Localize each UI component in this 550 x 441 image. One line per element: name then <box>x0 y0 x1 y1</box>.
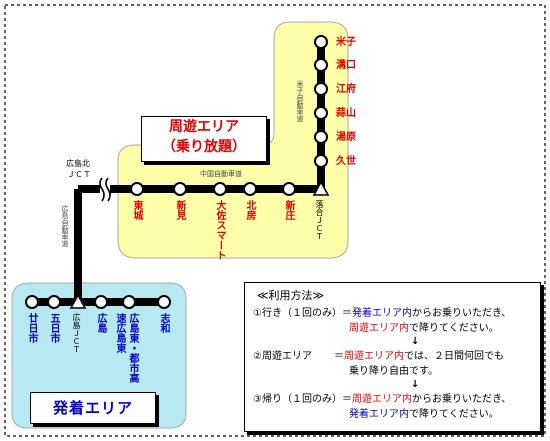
usage-r2-a: 周遊エリア内 <box>343 351 404 362</box>
chugoku-stations <box>130 182 296 196</box>
orbit-area <box>117 21 349 259</box>
station-dot <box>173 182 187 196</box>
station-dot <box>314 106 328 120</box>
station-dot <box>47 295 61 309</box>
station-dot <box>314 130 328 144</box>
station-hokubo: 北房 <box>244 200 255 220</box>
usage-r1-b: からお乗りいただき、 <box>411 308 512 319</box>
station-dot <box>314 58 328 72</box>
usage-title: ≪利用方法≫ <box>257 289 325 302</box>
usage-arrow-2: ↓ <box>411 379 420 390</box>
hiroshima-jct-label: 広島ＪＣＴ <box>72 313 81 353</box>
orbit-area-title: 周遊エリア （乗り放題） <box>141 116 267 162</box>
hiroshima-kita-jct-label-2: ＪＣＴ <box>67 170 91 179</box>
station-dot <box>243 182 257 196</box>
yonago-stations <box>314 35 328 168</box>
station-yubara: 湯原 <box>336 132 356 143</box>
station-hiroshima-higashi: 広島東・都市高速広島東 <box>114 313 138 383</box>
hiroshima-road-label: 広島自動車道 <box>61 205 69 247</box>
usage-r3-a: 周遊エリア内 <box>351 394 412 405</box>
usage-r1-c: 周遊エリア内 <box>349 323 409 334</box>
ochiai-jct-label: 落合ＪＣＴ <box>315 200 324 240</box>
orbit-title-line2: （乗り放題） <box>162 139 246 155</box>
station-tojo: 東城 <box>131 200 142 220</box>
usage-row-3: ③帰り（１回のみ）＝周遊エリア内からお乗りいただき、 <box>253 393 511 406</box>
station-niimi: 新見 <box>174 200 185 220</box>
line-break <box>100 180 110 200</box>
station-osa-smart: 大佐スマート <box>214 200 225 260</box>
station-dot <box>282 182 296 196</box>
station-dot <box>314 35 328 49</box>
station-dot <box>94 295 108 309</box>
usage-row-1b: 周遊エリア内で降りてください。 <box>349 322 499 335</box>
usage-r2-c: 乗り降り自由です。 <box>349 366 438 377</box>
station-hiruzen: 蒜山 <box>336 108 356 119</box>
station-shinjo: 新庄 <box>283 200 294 220</box>
usage-r2-eq: ＝ <box>333 351 344 362</box>
hiroshima-jct-marker <box>69 293 87 309</box>
station-dot <box>122 295 136 309</box>
station-dot <box>213 182 227 196</box>
station-kuse: 久世 <box>336 156 356 167</box>
station-shiwa: 志和 <box>158 313 169 333</box>
station-dot <box>25 295 39 309</box>
usage-arrow-1: ↓ <box>411 336 420 347</box>
usage-r2-label: ②周遊エリア <box>253 351 312 362</box>
hiroshima-kita-jct-label-1: 広島北 <box>66 159 90 168</box>
station-dot <box>157 295 171 309</box>
usage-r3-b: からお乗りいただき、 <box>411 394 512 405</box>
yonago-road-label: 米子自動車道 <box>296 80 304 122</box>
station-itsukaichi: 五日市 <box>48 313 59 343</box>
usage-box: ≪利用方法≫ ①行き（１回のみ）＝発着エリア内からお乗りいただき、 周遊エリア内… <box>244 282 541 432</box>
usage-r3-label: ③帰り（１回のみ）＝ <box>253 394 352 405</box>
usage-r3-c: 発着エリア内 <box>349 409 409 420</box>
orbit-title-line1: 周遊エリア <box>169 119 239 135</box>
usage-row-3b: 発着エリア内で降りてください。 <box>349 408 499 421</box>
station-hiroshima: 広島 <box>95 313 106 333</box>
usage-r1-a: 発着エリア内 <box>351 308 412 319</box>
chugoku-road-label: 中国自動車道 <box>200 170 242 178</box>
outer-frame <box>4 4 546 437</box>
station-dot <box>130 182 144 196</box>
station-mizoguchi: 溝口 <box>336 60 356 71</box>
ochiai-jct-marker <box>312 180 330 196</box>
usage-r3-d: で降りてください。 <box>409 409 499 420</box>
departure-area <box>11 282 187 429</box>
usage-r2-b: では、２日間何回でも <box>403 351 504 362</box>
break-mark <box>99 177 111 202</box>
usage-row-2: ②周遊エリア ＝周遊エリア内では、２日間何回でも <box>253 350 504 363</box>
station-kofu: 江府 <box>336 84 356 95</box>
station-yonago: 米子 <box>336 37 356 48</box>
departure-area-title: 発着エリア <box>30 392 156 424</box>
station-dot <box>314 82 328 96</box>
usage-row-1: ①行き（１回のみ）＝発着エリア内からお乗りいただき、 <box>253 307 511 320</box>
usage-r1-d: で降りてください。 <box>409 323 499 334</box>
departure-stations <box>25 295 171 309</box>
station-hatsukaichi: 廿日市 <box>26 313 37 343</box>
station-dot <box>314 154 328 168</box>
usage-r1-label: ①行き（１回のみ）＝ <box>253 308 352 319</box>
